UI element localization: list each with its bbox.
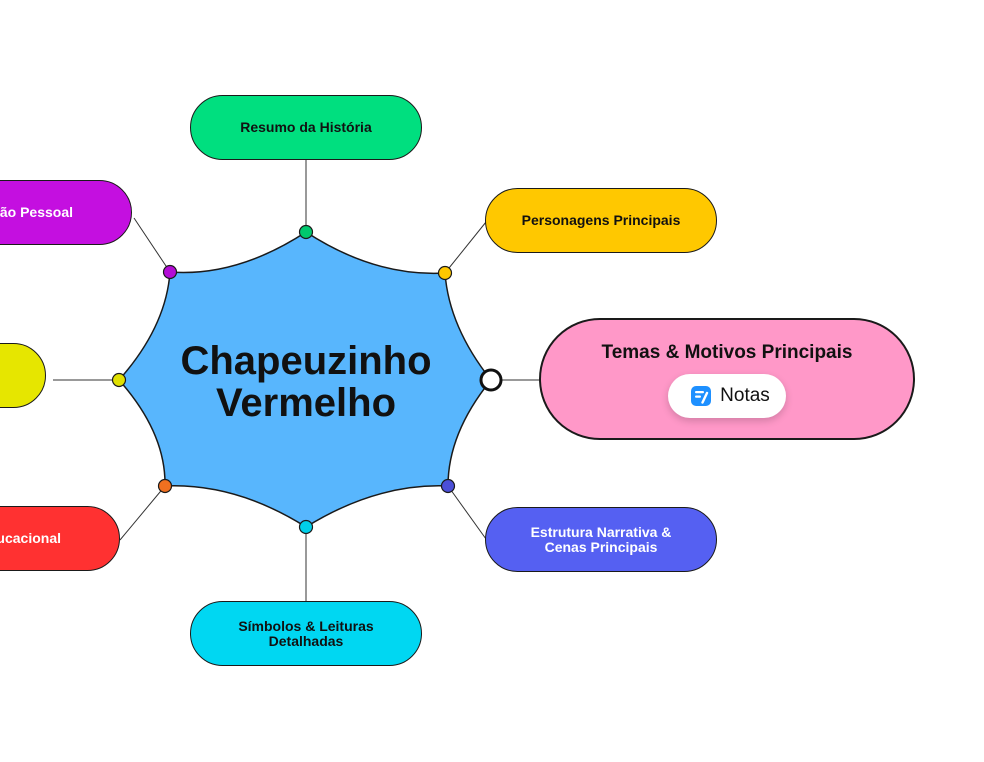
connector-estrutura bbox=[447, 485, 487, 540]
connector-personagens bbox=[444, 221, 487, 274]
branch-label: xão Pessoal bbox=[0, 204, 73, 220]
notes-button[interactable]: Notas bbox=[668, 374, 786, 418]
anchor-dot-reflexao[interactable] bbox=[162, 264, 178, 280]
anchor-dot-educacional[interactable] bbox=[157, 478, 173, 494]
anchor-dot-estrutura[interactable] bbox=[440, 478, 456, 494]
branch-label-line-2: Cenas Principais bbox=[544, 538, 658, 555]
branch-temas-motivos-principais[interactable]: Temas & Motivos Principais Notas bbox=[539, 318, 915, 440]
branch-personagens-principais[interactable]: Personagens Principais bbox=[485, 188, 717, 253]
branch-estrutura-narrativa[interactable]: Estrutura Narrativa & Cenas Principais bbox=[485, 507, 717, 572]
branch-label: Resumo da História bbox=[240, 119, 372, 135]
anchor-dot-personagens[interactable] bbox=[437, 265, 453, 281]
notes-label: Notas bbox=[720, 385, 770, 406]
anchor-dot-resumo[interactable] bbox=[298, 224, 314, 240]
anchor-dot-simbolos[interactable] bbox=[298, 519, 314, 535]
branch-reflexao-pessoal[interactable]: xão Pessoal bbox=[0, 180, 132, 245]
branch-label: & Educacional bbox=[0, 530, 61, 546]
notes-icon bbox=[691, 386, 712, 406]
branch-label: Símbolos & Leituras Detalhadas bbox=[224, 617, 387, 649]
branch-label-line-1: Símbolos & Leituras bbox=[238, 617, 374, 634]
branch-educacional[interactable]: & Educacional bbox=[0, 506, 120, 571]
connector-reflexao bbox=[133, 217, 171, 273]
branch-label: Personagens Principais bbox=[521, 212, 681, 228]
branch-simbolos-leituras[interactable]: Símbolos & Leituras Detalhadas bbox=[190, 601, 422, 666]
anchor-dot-yellow[interactable] bbox=[111, 372, 127, 388]
anchor-dot-temas-selected[interactable] bbox=[479, 368, 503, 392]
branch-label-line-2: Detalhadas bbox=[268, 632, 344, 649]
branch-resumo-da-historia[interactable]: Resumo da História bbox=[190, 95, 422, 160]
connector-educacional bbox=[119, 485, 166, 541]
branch-label: Estrutura Narrativa & Cenas Principais bbox=[517, 523, 686, 555]
branch-label-line-1: Estrutura Narrativa & bbox=[530, 523, 672, 540]
branch-label: Temas & Motivos Principais bbox=[601, 342, 853, 363]
